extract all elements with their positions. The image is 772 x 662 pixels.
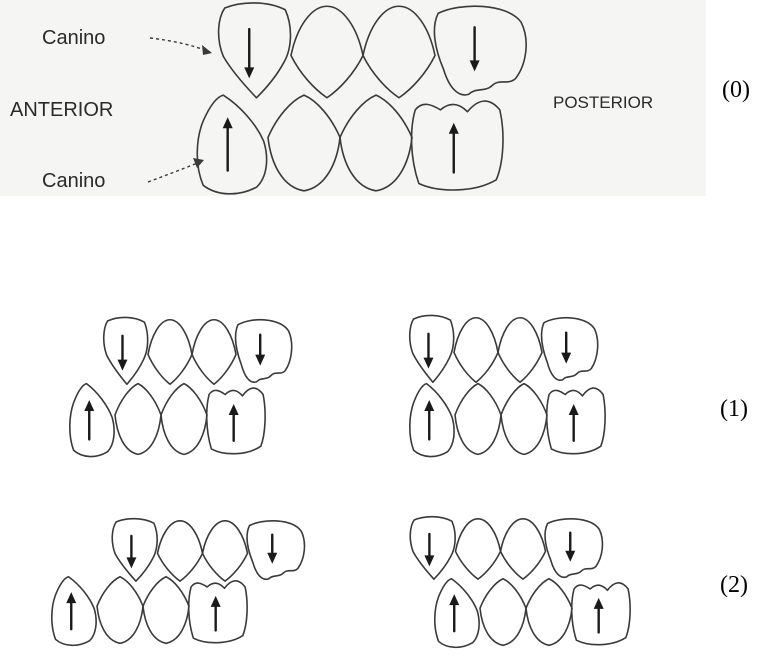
upper-canine-arrow-head [244,67,254,78]
lower-canine-tooth [70,384,114,457]
figure-label-2: (2) [720,573,748,597]
lower-premolar-2-tooth [526,579,572,646]
upper-molar-tooth [236,320,292,382]
lower-molar-tooth [207,388,265,454]
lower-molar-arrow-head [594,598,604,609]
diagram-reference-occlusion [197,3,526,194]
upper-canine-tooth [410,315,454,382]
upper-premolar-2-tooth [192,320,236,384]
lower-canine-arrow-head [66,592,76,603]
figure-label-0: (0) [722,78,750,102]
upper-molar-arrow-head [470,60,480,71]
lower-molar-tooth [412,101,503,190]
lower-canine-arrow-head [84,400,94,411]
lower-premolar-1-tooth [455,384,501,455]
upper-premolar-2-tooth [203,521,248,581]
upper-premolar-1-tooth [158,521,203,581]
lower-premolar-2-tooth [161,384,207,455]
lower-canine-tooth [410,384,454,457]
upper-molar-arrow-head [561,353,571,364]
lower-canine-tooth [197,95,266,194]
upper-premolar-2-tooth [501,519,546,579]
upper-molar-tooth [545,519,602,577]
posterior-label: POSTERIOR [553,94,653,111]
lower-molar-tooth [547,388,605,454]
upper-molar-arrow-head [255,355,265,366]
upper-canine-arrow-head [424,555,434,566]
diagram-variant-2-right [410,517,630,648]
lower-canine-arrow-head [424,400,434,411]
diagram-variant-2-left [52,519,305,646]
upper-molar-tooth [542,318,598,380]
upper-canine-tooth [219,3,291,98]
upper-canine-arrow-head [117,360,127,371]
upper-premolar-2-tooth [363,6,435,98]
upper-canine-arrow-head [126,557,136,568]
lower-premolar-1-tooth [268,95,340,191]
upper-premolar-1-tooth [456,519,501,579]
upper-canine-tooth [104,317,148,384]
upper-molar-arrow-head [565,551,575,562]
lower-canine-tooth [435,579,479,648]
upper-molar-tooth [434,6,526,95]
lower-molar-tooth [189,581,247,643]
lower-premolar-2-tooth [143,577,189,644]
upper-premolar-1-tooth [291,6,363,98]
upper-canine-tooth [410,517,455,580]
canine-lower-label: Canino [42,171,105,191]
canine-leader-lines [148,38,212,182]
lower-molar-arrow-head [211,596,221,607]
upper-premolar-1-tooth [148,320,192,384]
lower-molar-arrow-head [229,404,239,415]
lower-premolar-1-tooth [115,384,161,455]
lower-premolar-1-tooth [97,577,143,644]
anterior-label: ANTERIOR [10,100,113,120]
upper-premolar-2-tooth [498,318,542,382]
diagram-variant-1-right [410,315,605,456]
canine-upper-label: Canino [42,28,105,48]
lower-molar-tooth [572,583,630,645]
lower-premolar-2-tooth [501,384,547,455]
upper-molar-arrow-head [267,553,277,564]
lower-molar-arrow-head [449,123,459,134]
figure-label-1: (1) [720,397,748,421]
upper-canine-leader-head [202,45,212,55]
upper-molar-tooth [247,521,304,579]
lower-canine-arrow-head [223,117,233,128]
upper-premolar-1-tooth [454,318,498,382]
lower-canine-arrow-head [449,594,459,605]
diagram-variant-1-left [70,317,292,456]
lower-premolar-2-tooth [340,95,412,191]
lower-premolar-1-tooth [480,579,526,646]
lower-canine-leader [148,162,200,182]
lower-molar-arrow-head [569,404,579,415]
upper-canine-tooth [112,519,157,582]
lower-canine-tooth [52,577,96,646]
upper-canine-leader [150,38,210,52]
upper-canine-arrow-head [423,358,433,369]
